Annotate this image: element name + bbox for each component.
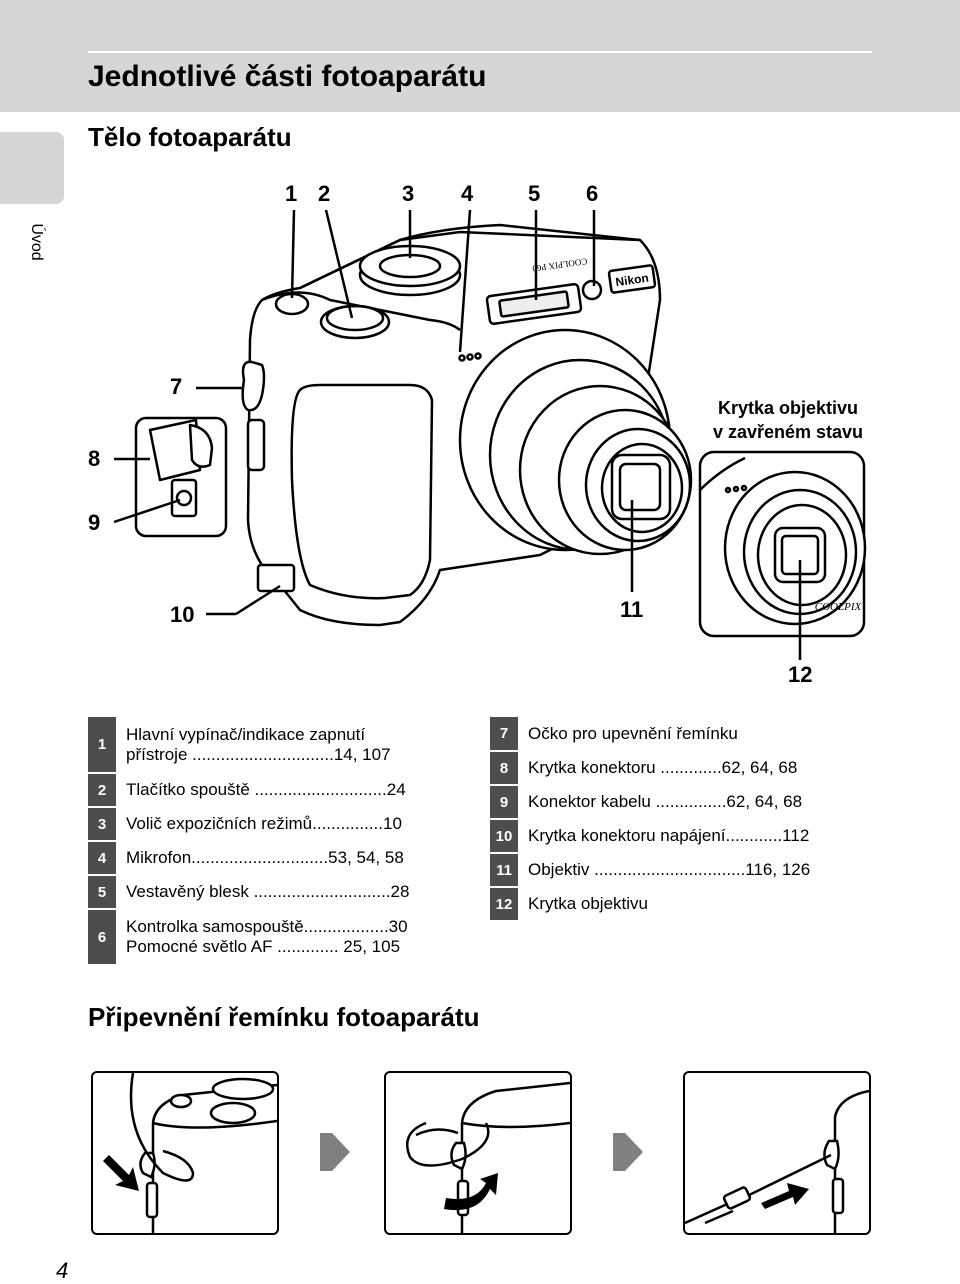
legend-text-line: Objektiv ...............................…	[528, 860, 811, 879]
legend-right: 7 Očko pro upevnění řemínku 8 Krytka kon…	[490, 717, 874, 922]
legend-row: 6 Kontrolka samospouště.................…	[88, 909, 468, 966]
legend-text-line: Tlačítko spouště .......................…	[126, 780, 406, 799]
legend-number: 6	[88, 909, 116, 966]
callout-12: 12	[788, 662, 813, 687]
legend-row: 5 Vestavěný blesk ......................…	[88, 875, 468, 910]
strap-step-1-image	[91, 1071, 279, 1235]
legend-text: Kontrolka samospouště..................3…	[116, 909, 468, 965]
callout-9: 9	[88, 510, 101, 535]
legend-text-line: Krytka konektoru .............62, 64, 68	[528, 758, 798, 777]
callout-3: 3	[402, 181, 415, 206]
legend-text: Konektor kabelu ...............62, 64, 6…	[518, 785, 874, 819]
legend-text: Krytka konektoru napájení............112	[518, 819, 874, 853]
callout-4: 4	[461, 181, 474, 206]
legend-row: 1 Hlavní vypínač/indikace zapnutí přístr…	[88, 717, 468, 774]
header-rule	[88, 51, 872, 53]
legend-text: Objektiv ...............................…	[518, 853, 874, 887]
callout-5: 5	[528, 181, 541, 206]
legend-number: 2	[88, 773, 116, 808]
callout-10: 10	[170, 602, 195, 627]
strap-step-2-drawing	[406, 1081, 570, 1233]
legend-text-line: Krytka objektivu	[528, 894, 648, 913]
strap-step-2-image	[384, 1071, 572, 1235]
camera-illustration: Nikon COOLPIX P60 COOLPIX	[113, 209, 867, 660]
lens-brand-label: COOLPIX	[815, 601, 863, 613]
legend-text-line: Pomocné světlo AF ............. 25, 105	[126, 937, 401, 956]
legend-text: Krytka konektoru .............62, 64, 68	[518, 751, 874, 785]
section-title-camera-body: Tělo fotoaparátu	[88, 122, 292, 152]
legend-number: 9	[490, 785, 518, 820]
legend-row: 11 Objektiv ............................…	[490, 853, 874, 888]
callout-7: 7	[170, 374, 183, 399]
legend-text: Očko pro upevnění řemínku	[518, 717, 874, 751]
legend-text-line: Vestavěný blesk ........................…	[126, 882, 410, 901]
callout-11: 11	[620, 597, 644, 622]
legend-row: 10 Krytka konektoru napájení............…	[490, 819, 874, 854]
legend-text-line: Kontrolka samospouště..................3…	[126, 917, 408, 936]
camera-brand-badge: Nikon	[615, 271, 650, 290]
legend-text-line: Konektor kabelu ...............62, 64, 6…	[528, 792, 803, 811]
legend-text-line: Krytka konektoru napájení............112	[528, 826, 810, 845]
legend-row: 2 Tlačítko spouště .....................…	[88, 773, 468, 808]
section-title-strap: Připevnění řemínku fotoaparátu	[88, 1002, 480, 1032]
legend-text-line: Volič expozičních režimů...............1…	[126, 814, 402, 833]
legend-number: 10	[490, 819, 518, 854]
closed-lens-label-line: v zavřeném stavu	[712, 422, 864, 442]
legend-row: 3 Volič expozičních režimů..............…	[88, 807, 468, 842]
legend-text-line: Hlavní vypínač/indikace zapnutí	[126, 725, 366, 744]
legend-number: 3	[88, 807, 116, 842]
legend-text: Mikrofon.............................53,…	[116, 841, 468, 875]
page-header: Jednotlivé části fotoaparátu	[0, 0, 960, 112]
page-title: Jednotlivé části fotoaparátu	[88, 60, 487, 93]
legend-row: 8 Krytka konektoru .............62, 64, …	[490, 751, 874, 786]
legend-text: Vestavěný blesk ........................…	[116, 875, 468, 909]
legend-row: 12 Krytka objektivu	[490, 887, 874, 922]
legend-number: 11	[490, 853, 518, 888]
legend-text-line: Mikrofon.............................53,…	[126, 848, 404, 867]
legend-row: 7 Očko pro upevnění řemínku	[490, 717, 874, 752]
legend-text-line: přístroje ..............................…	[126, 745, 391, 764]
legend-text: Tlačítko spouště .......................…	[116, 773, 468, 807]
callout-6: 6	[586, 181, 599, 206]
legend-number: 12	[490, 887, 518, 922]
legend-row: 4 Mikrofon.............................5…	[88, 841, 468, 876]
strap-step-3-image	[683, 1071, 871, 1235]
strap-step-1-drawing	[103, 1073, 277, 1233]
legend-left: 1 Hlavní vypínač/indikace zapnutí přístr…	[88, 717, 468, 966]
legend-text-line: Očko pro upevnění řemínku	[528, 724, 738, 743]
callout-8: 8	[88, 446, 101, 471]
closed-lens-label-line: Krytka objektivu	[717, 398, 859, 418]
closed-lens-label: Krytka objektivu v zavřeném stavu	[688, 396, 888, 444]
legend-number: 8	[490, 751, 518, 786]
step-arrow-icon	[613, 1133, 643, 1171]
page-number: 4	[56, 1258, 69, 1283]
legend-number: 4	[88, 841, 116, 876]
legend-text: Krytka objektivu	[518, 887, 874, 921]
strap-step-3-drawing	[685, 1089, 869, 1233]
callout-2: 2	[318, 181, 331, 206]
callout-1: 1	[285, 181, 298, 206]
side-tab	[0, 132, 64, 204]
legend-number: 7	[490, 717, 518, 752]
step-arrow-icon	[320, 1133, 350, 1171]
legend-number: 5	[88, 875, 116, 910]
legend-row: 9 Konektor kabelu ...............62, 64,…	[490, 785, 874, 820]
legend-text: Volič expozičních režimů...............1…	[116, 807, 468, 841]
legend-number: 1	[88, 717, 116, 774]
legend-text: Hlavní vypínač/indikace zapnutí přístroj…	[116, 717, 468, 773]
